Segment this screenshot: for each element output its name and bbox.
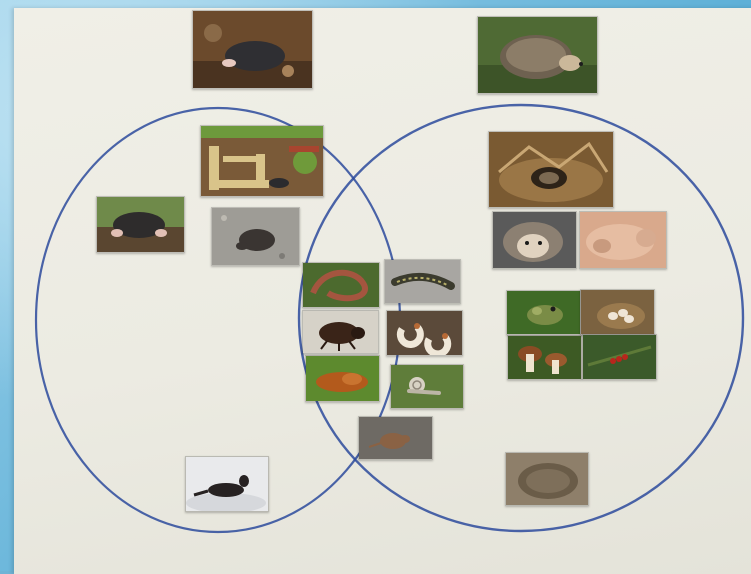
photo-caterpillar [384, 259, 461, 304]
photo-mole-on-soil [192, 10, 313, 89]
photo-berries [582, 334, 657, 380]
photo-beetle [302, 310, 379, 354]
photo-hedgehog-on-grass [477, 16, 598, 94]
photo-earthworm [302, 262, 380, 308]
photo-grubs [386, 310, 463, 356]
photo-mushrooms [507, 335, 582, 380]
photo-baby-hedgehog [492, 211, 577, 269]
photo-bird-eggs [580, 289, 655, 335]
photo-snail [390, 364, 464, 409]
photo-hedgehog-nest [488, 131, 614, 208]
photo-frog [506, 290, 581, 335]
photo-hedgehog-in-hand [579, 211, 667, 269]
photo-mole-tunnel-diagram [200, 125, 324, 197]
photo-hedgehog-curled [505, 452, 589, 506]
photo-shrew [358, 416, 433, 460]
photo-mole-emerging [96, 196, 185, 253]
photo-slug [305, 355, 380, 402]
photo-pair-hedgehog [492, 211, 667, 269]
photo-mole-in-snow [185, 456, 269, 512]
photo-shrew-on-gravel [211, 207, 300, 266]
